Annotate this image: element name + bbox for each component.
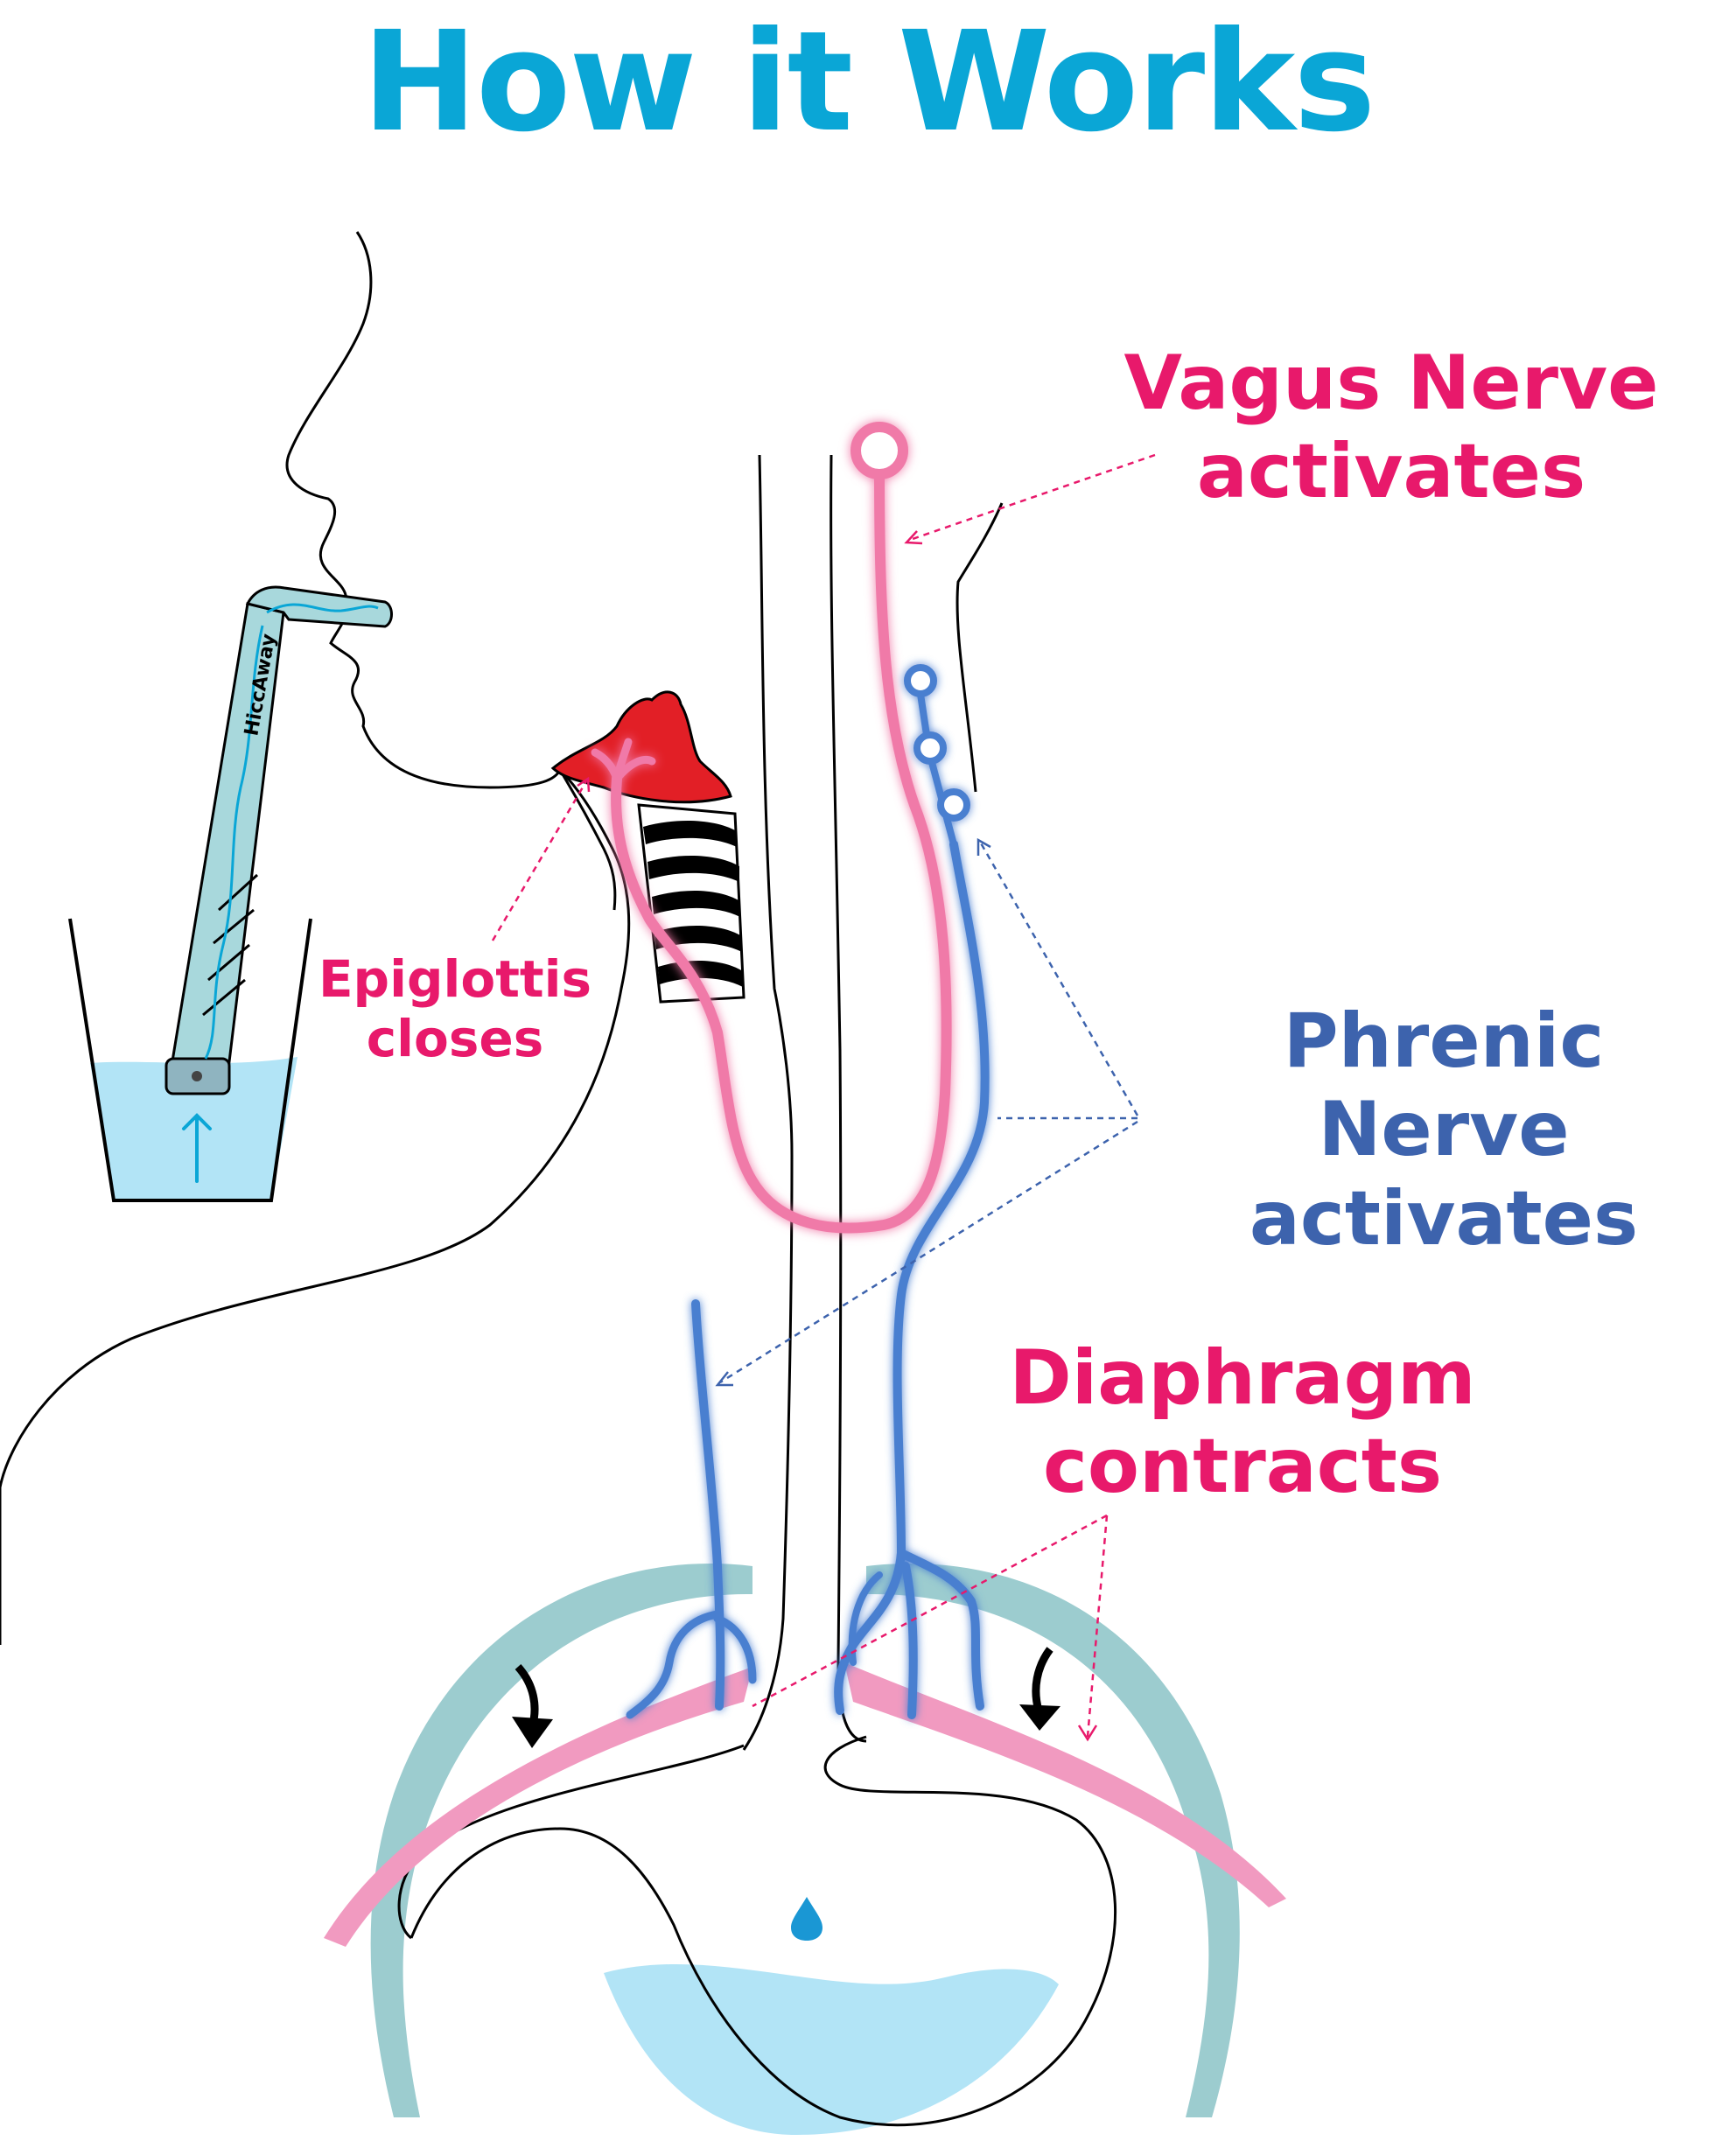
epiglottis-shape [550,690,732,804]
diaphragm-label-line-2: contracts [1042,1423,1443,1511]
phrenic-leader-top [978,841,1139,1116]
cup-water [90,1057,298,1200]
back-of-neck-and-chest [0,768,631,1645]
page-title: How it Works [361,2,1376,163]
diaphragm-leader-right [1086,1515,1109,1738]
phrenic-label-line-1: Phrenic Nerve [1283,997,1605,1174]
diaphragm-label: Diaphragm contracts [954,1334,1531,1512]
down-arrow-icon [512,1647,1060,1748]
vagus-label-line-2: activates [1196,428,1586,516]
cup-outline [68,918,312,1202]
straw: HiccAway [164,585,393,1183]
epiglottis-label: Epiglottis closes [298,949,612,1069]
vagus-leader [909,453,1156,542]
phrenic-label-line-2: activates [1249,1174,1639,1263]
stomach-outline [410,1735,1117,2127]
neck-back-line [956,502,1004,793]
epiglottis-label-line-2: closes [366,1009,544,1069]
phrenic-node-1 [904,664,937,697]
stomach-left-wall [397,1744,745,1940]
body-outline [0,231,1004,1751]
phrenic-nerve-label: Phrenic Nerve activates [1164,997,1724,1263]
phrenic-leader-low [719,1120,1138,1384]
epiglottis-leader [491,780,588,941]
vagus-label-line-1: Vagus Nerve [1124,339,1659,427]
diaphragm-leader-left [752,1514,1108,1708]
water-drop-icon [791,1897,822,1941]
face-profile [285,231,562,789]
phrenic-node-2 [914,731,947,765]
diaphragm-left [324,1667,752,1947]
esophagus-right-wall [830,454,867,1743]
throat-inner [558,769,617,911]
diaphragm-label-line-1: Diaphragm [1009,1334,1476,1422]
phrenic-nerve [626,664,990,1719]
esophagus-left-wall [742,454,794,1751]
epiglottis-label-line-1: Epiglottis [318,949,592,1009]
phrenic-node-3 [937,788,970,822]
trachea [637,803,746,1004]
right-rib [866,1564,1240,2117]
diaphragm [324,1662,1286,1947]
stomach [397,1735,1117,2135]
up-arrow-icon [182,1113,212,1183]
hiccaway-device: HiccAway [68,585,393,1202]
left-phrenic-nerve [691,1299,725,1711]
callout-leaders [491,453,1156,1742]
diaphragm-right [844,1662,1286,1907]
vagus-nerve-node [850,422,908,479]
left-rib [370,1564,752,2117]
rib-cage [370,1564,1240,2117]
vagus-nerve-label: Vagus Nerve activates [1111,339,1671,517]
stomach-water [604,1963,1059,2135]
vagus-nerve [591,422,952,1234]
